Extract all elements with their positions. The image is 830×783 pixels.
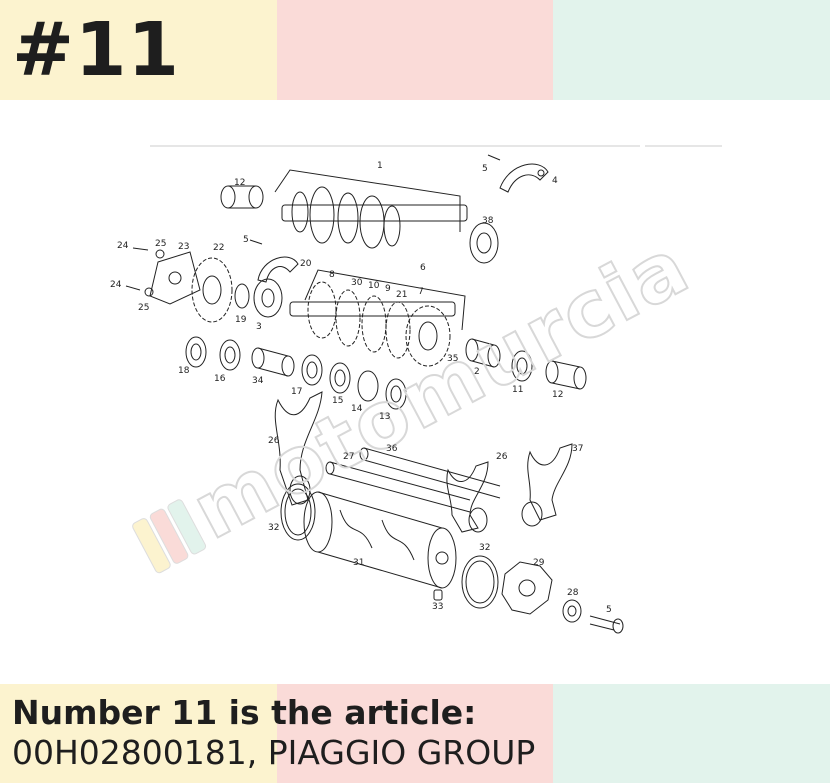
- callout-c17: 17: [291, 387, 302, 397]
- needle-bearing-12-right: [545, 360, 587, 390]
- callout-c3: 3: [256, 322, 262, 332]
- callout-c37: 37: [572, 444, 583, 454]
- callout-c28: 28: [567, 588, 579, 598]
- bracket-4: [487, 154, 549, 193]
- o-ring-32-right: [461, 555, 499, 609]
- callout-c34: 34: [252, 376, 264, 386]
- needle-bearing-2: [465, 338, 501, 368]
- washer-row: [185, 336, 533, 410]
- needle-bearing-12-top: [220, 185, 264, 209]
- callout-c24b: 24: [110, 280, 122, 290]
- callout-c16: 16: [214, 374, 226, 384]
- callout-c25a: 25: [155, 239, 166, 249]
- shift-fork-26-left: [274, 391, 323, 506]
- callout-c14: 14: [351, 404, 363, 414]
- callout-c12b: 12: [552, 390, 563, 400]
- gearbox-exploded-diagram: motomurcia 11254382425232252062425193830…: [110, 145, 722, 634]
- callout-c24a: 24: [117, 241, 129, 251]
- page-title: #11: [12, 7, 180, 93]
- washer-28: [562, 599, 582, 623]
- header-band-pink: [277, 0, 553, 100]
- callout-c30: 30: [351, 278, 363, 288]
- callout-c32a: 32: [268, 523, 279, 533]
- callout-c10: 10: [368, 281, 380, 291]
- shift-fork-37: [521, 443, 573, 527]
- callout-c8: 8: [329, 270, 335, 280]
- callout-c26b: 26: [496, 452, 508, 462]
- bracket-20: [249, 239, 299, 283]
- secondary-shaft-assembly: [289, 269, 466, 367]
- callout-c36: 36: [386, 444, 398, 454]
- screw-5-bottom: [589, 615, 624, 634]
- callout-c12a: 12: [234, 178, 245, 188]
- callout-c5b: 5: [243, 235, 249, 245]
- selector-drum-31: [303, 491, 457, 589]
- callout-c32b: 32: [479, 543, 490, 553]
- header-band-mint: [553, 0, 830, 100]
- header-band-yellow: [0, 0, 277, 100]
- callout-c5c: 5: [606, 605, 612, 615]
- bearing-38: [469, 222, 499, 264]
- pin-33: [433, 589, 443, 601]
- callout-c5a: 5: [482, 164, 488, 174]
- callout-c25b: 25: [138, 303, 149, 313]
- callout-c13: 13: [379, 412, 390, 422]
- callout-c26a: 26: [268, 436, 280, 446]
- callout-c27: 27: [343, 452, 354, 462]
- caption-band-mint: [553, 684, 830, 783]
- bushing-34: [251, 347, 295, 377]
- callout-c11: 11: [512, 385, 523, 395]
- callout-c19: 19: [235, 315, 247, 325]
- callout-c29: 29: [533, 558, 545, 568]
- callout-c23: 23: [178, 242, 189, 252]
- caption-band-pink: [277, 684, 553, 783]
- callout-c33: 33: [432, 602, 443, 612]
- caption-band-yellow: [0, 684, 277, 783]
- callout-c15: 15: [332, 396, 343, 406]
- watermark-text: motomurcia: [179, 221, 704, 557]
- callout-c38: 38: [482, 216, 494, 226]
- callout-c1: 1: [377, 161, 383, 171]
- callout-c20: 20: [300, 259, 312, 269]
- callout-c35: 35: [447, 354, 458, 364]
- sprocket-22: [191, 257, 233, 323]
- caption-article-label: Number 11 is the article:: [12, 693, 477, 732]
- callout-c6: 6: [420, 263, 426, 273]
- callout-c2: 2: [474, 367, 480, 377]
- selector-star-29: [501, 561, 553, 615]
- primary-shaft-assembly: [274, 169, 468, 249]
- header-band: [0, 0, 830, 100]
- fork-shafts: [325, 447, 501, 513]
- callout-c22: 22: [213, 243, 224, 253]
- bearing-3: [234, 278, 283, 318]
- caption-band: [0, 684, 830, 783]
- caption-article-number: 00H02800181, PIAGGIO GROUP: [12, 733, 536, 772]
- plate-23: [125, 247, 201, 305]
- callout-c18: 18: [178, 366, 190, 376]
- o-ring-32-left: [280, 483, 316, 541]
- callout-c4: 4: [552, 176, 558, 186]
- callout-c9: 9: [385, 284, 391, 294]
- shift-fork-26-right: [446, 461, 489, 533]
- callout-c7: 7: [418, 287, 424, 297]
- callout-c21: 21: [396, 290, 407, 300]
- callout-c31: 31: [353, 558, 364, 568]
